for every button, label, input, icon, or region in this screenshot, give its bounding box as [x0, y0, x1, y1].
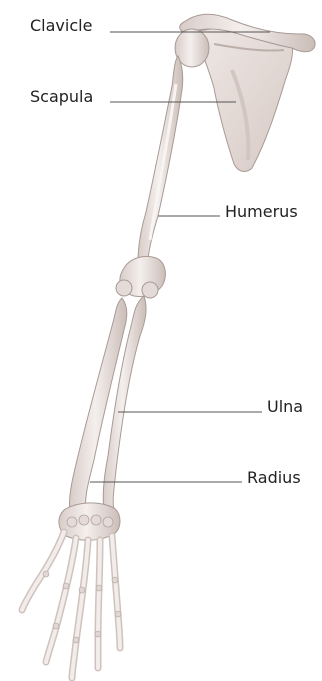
- scapula-label: Scapula: [30, 88, 93, 106]
- clavicle-label: Clavicle: [30, 17, 92, 35]
- carpal-1: [67, 517, 77, 527]
- carpal-3: [91, 515, 101, 525]
- ulna-label: Ulna: [267, 398, 303, 416]
- radius-label: Radius: [247, 469, 301, 487]
- humerus-label: Humerus: [225, 203, 298, 221]
- humerus-highlight: [150, 84, 176, 240]
- carpal-2: [79, 515, 89, 525]
- elbow-condyle-left: [116, 280, 132, 296]
- elbow-condyle-right: [142, 282, 158, 298]
- carpal-4: [103, 517, 113, 527]
